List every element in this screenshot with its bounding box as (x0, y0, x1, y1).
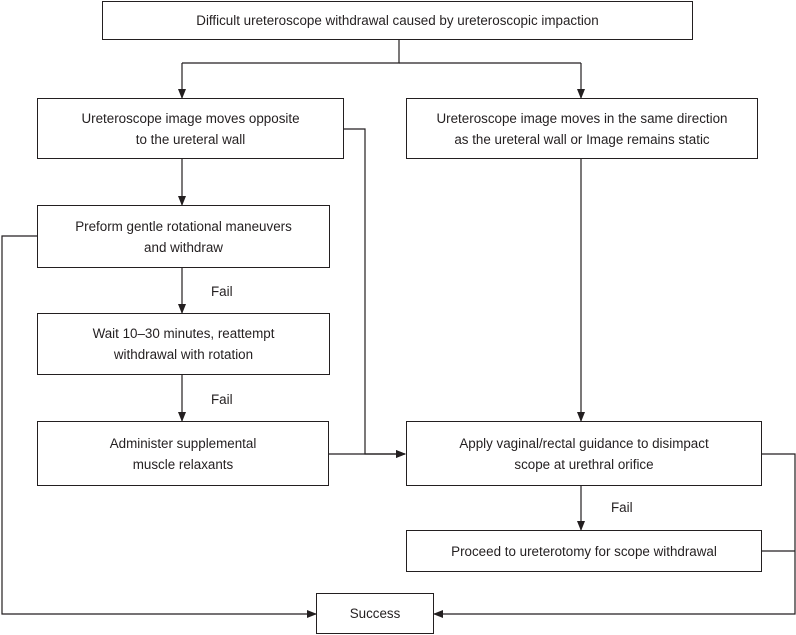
edge-right2-to-success (433, 453, 796, 618)
edge-label-fail-1: Fail (211, 284, 233, 299)
edge-label-fail-2: Fail (211, 392, 233, 407)
node-right1-text: Ureteroscope image moves in the same dir… (436, 110, 728, 147)
node-left3: Wait 10–30 minutes, reattempt withdrawal… (37, 313, 330, 375)
node-right1: Ureteroscope image moves in the same dir… (406, 98, 758, 159)
node-success: Success (316, 593, 434, 634)
node-left4-text: Administer supplemental muscle relaxants (109, 435, 257, 472)
edge-left1-to-right2 (344, 128, 406, 458)
node-success-text: Success (349, 606, 401, 621)
node-left1-text: Ureteroscope image moves opposite to the… (81, 110, 300, 147)
node-left3-text: Wait 10–30 minutes, reattempt withdrawal… (92, 326, 275, 362)
node-top-text: Difficult ureteroscope withdrawal caused… (196, 13, 599, 28)
edge-left2-to-success (1, 235, 317, 618)
node-right3-text: Proceed to ureterotomy for scope withdra… (451, 543, 717, 559)
node-right2-text: Apply vaginal/rectal guidance to disimpa… (459, 435, 709, 472)
node-left4: Administer supplemental muscle relaxants (37, 421, 329, 486)
node-left1: Ureteroscope image moves opposite to the… (37, 98, 344, 159)
node-top: Difficult ureteroscope withdrawal caused… (102, 1, 693, 40)
edge-top-stem (182, 40, 400, 64)
node-left2: Preform gentle rotational maneuvers and … (37, 205, 330, 268)
edge-label-fail-3: Fail (611, 500, 633, 515)
node-right3: Proceed to ureterotomy for scope withdra… (406, 530, 762, 572)
node-left2-text: Preform gentle rotational maneuvers and … (75, 218, 292, 255)
node-right2: Apply vaginal/rectal guidance to disimpa… (406, 421, 762, 486)
